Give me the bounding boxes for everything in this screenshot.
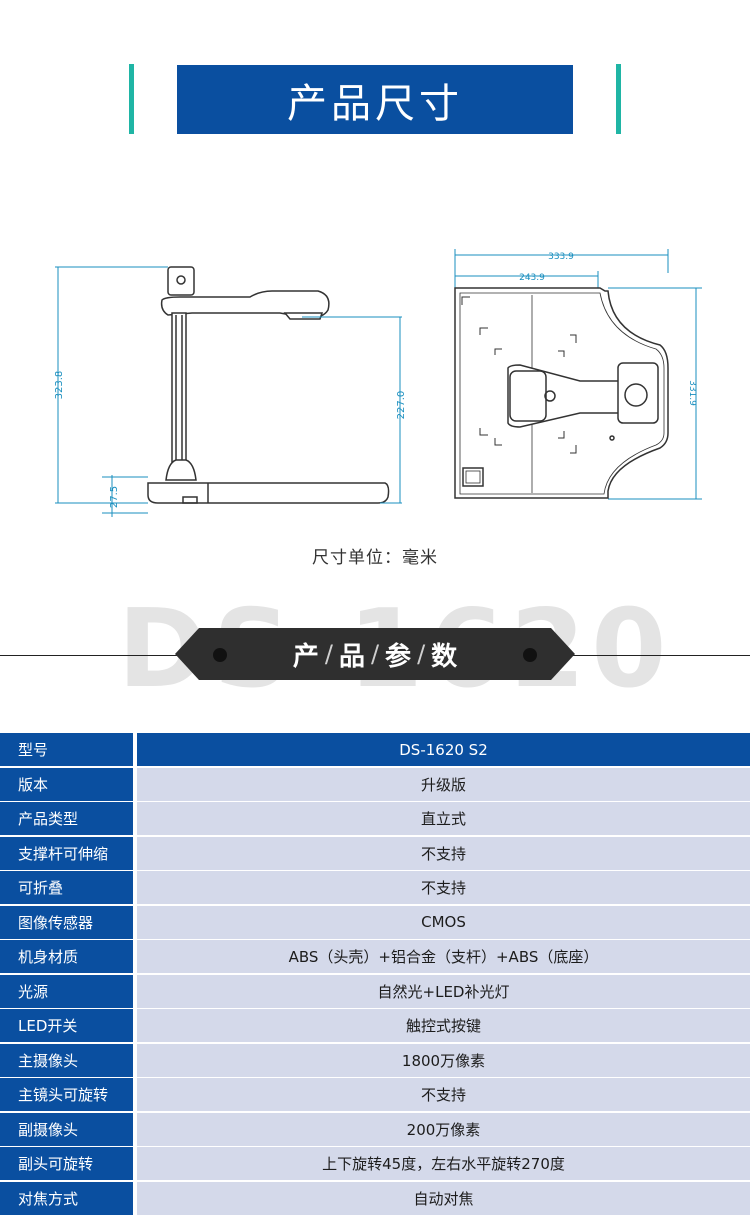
spec-label: 光源 — [0, 974, 133, 1008]
spec-title-char-2: 品 — [338, 641, 365, 672]
left-accent-bar — [129, 64, 134, 134]
spec-row-main-camera: 主摄像头 1800万像素 — [0, 1043, 750, 1079]
unit-note: 尺寸单位：毫米 — [312, 548, 438, 568]
spec-row-image-sensor: 图像传感器 CMOS — [0, 905, 750, 941]
dim-total-width-label: 333.9 — [548, 252, 574, 262]
left-divider-line — [0, 655, 180, 656]
spec-title-separator-1: / — [324, 640, 333, 668]
spec-value: 直立式 — [137, 802, 750, 835]
spec-row-product-type: 产品类型 直立式 — [0, 802, 750, 837]
spec-label: 支撑杆可伸缩 — [0, 836, 133, 870]
spec-value: CMOS — [137, 905, 750, 939]
spec-value: 自然光+LED补光灯 — [137, 974, 750, 1008]
spec-title-separator-3: / — [417, 640, 426, 668]
spec-value: 上下旋转45度，左右水平旋转270度 — [137, 1147, 750, 1180]
spec-row-foldable: 可折叠 不支持 — [0, 871, 750, 906]
spec-row-focus-mode: 对焦方式 自动对焦 — [0, 1181, 750, 1217]
spec-label: 副头可旋转 — [0, 1147, 133, 1180]
spec-row-led-switch: LED开关 触控式按键 — [0, 1009, 750, 1044]
spec-title-char-4: 数 — [431, 641, 458, 672]
spec-label: 主摄像头 — [0, 1043, 133, 1077]
spec-value: 1800万像素 — [137, 1043, 750, 1077]
left-banner-dot — [213, 648, 227, 662]
spec-label: 产品类型 — [0, 802, 133, 835]
side-view-drawing: 323.8 227.0 27.5 — [54, 266, 407, 517]
spec-value: 不支持 — [137, 1078, 750, 1111]
right-banner-dot — [523, 648, 537, 662]
spec-label: 副摄像头 — [0, 1112, 133, 1146]
spec-label: 主镜头可旋转 — [0, 1078, 133, 1111]
right-divider-line — [570, 655, 750, 656]
spec-title-separator-2: / — [370, 640, 380, 668]
spec-value: 升级版 — [137, 767, 750, 801]
spec-label: LED开关 — [0, 1009, 133, 1042]
dim-arm-height-label: 227.0 — [396, 391, 407, 420]
dim-depth-label: 331.9 — [687, 380, 697, 406]
dim-base-height-label: 27.5 — [109, 486, 120, 508]
spec-label: 型号 — [0, 733, 133, 766]
section-title-dimensions: 产品尺寸 — [177, 65, 573, 134]
spec-row-body-material: 机身材质 ABS（头壳）+铝合金（支杆）+ABS（底座） — [0, 940, 750, 975]
spec-row-secondary-rotate: 副头可旋转 上下旋转45度，左右水平旋转270度 — [0, 1147, 750, 1182]
spec-row-secondary-camera: 副摄像头 200万像素 — [0, 1112, 750, 1148]
spec-label: 可折叠 — [0, 871, 133, 904]
section-title-specs-banner: 产 / 品 / 参 / 数 — [175, 628, 575, 680]
spec-value: ABS（头壳）+铝合金（支杆）+ABS（底座） — [137, 940, 750, 973]
dim-inner-width-label: 243.9 — [519, 273, 545, 283]
spec-value: 不支持 — [137, 836, 750, 870]
spec-row-main-lens-rotate: 主镜头可旋转 不支持 — [0, 1078, 750, 1113]
spec-label: 机身材质 — [0, 940, 133, 973]
spec-row-model: 型号 DS-1620 S2 — [0, 733, 750, 768]
spec-title-char-1: 产 — [292, 641, 319, 672]
spec-value: 200万像素 — [137, 1112, 750, 1146]
spec-label: 图像传感器 — [0, 905, 133, 939]
spec-value: DS-1620 S2 — [137, 733, 750, 766]
spec-row-telescopic-pole: 支撑杆可伸缩 不支持 — [0, 836, 750, 872]
spec-row-version: 版本 升级版 — [0, 767, 750, 803]
spec-value: 不支持 — [137, 871, 750, 904]
dim-total-height-label: 323.8 — [54, 371, 65, 400]
right-accent-bar — [616, 64, 621, 134]
spec-table: 型号 DS-1620 S2 版本 升级版 产品类型 直立式 支撑杆可伸缩 不支持… — [0, 733, 750, 1216]
top-view-drawing: 333.9 243.9 331.9 — [454, 249, 702, 500]
spec-title-char-3: 参 — [385, 641, 412, 672]
spec-value: 触控式按键 — [137, 1009, 750, 1042]
spec-row-light-source: 光源 自然光+LED补光灯 — [0, 974, 750, 1010]
spec-label: 对焦方式 — [0, 1181, 133, 1215]
spec-label: 版本 — [0, 767, 133, 801]
spec-value: 自动对焦 — [137, 1181, 750, 1215]
